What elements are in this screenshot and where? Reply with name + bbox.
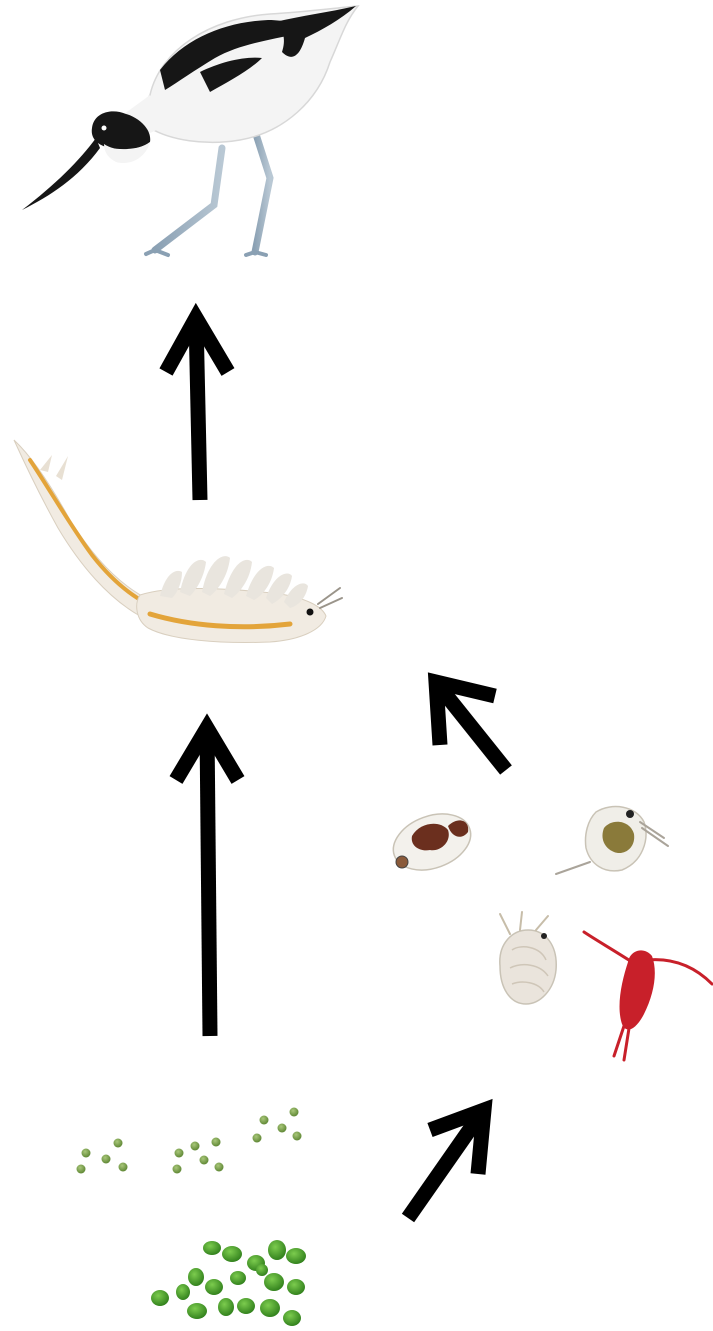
avocet-bird-icon <box>22 6 358 255</box>
daphnia-icon <box>556 807 668 874</box>
small-algae-cells-icon <box>77 1108 302 1174</box>
arrow-algae-to-zooplankton <box>408 1110 484 1218</box>
arrow-shrimp-to-avocet <box>166 318 228 500</box>
ostracod-icon <box>386 804 479 880</box>
arrow-algae-to-shrimp <box>176 728 238 1036</box>
brine-shrimp-icon <box>14 440 342 642</box>
rotifer-icon <box>500 912 556 1004</box>
copepod-icon <box>584 932 712 1060</box>
green-algae-cluster-icon <box>151 1240 306 1326</box>
arrow-zooplankton-to-shrimp <box>436 682 506 770</box>
